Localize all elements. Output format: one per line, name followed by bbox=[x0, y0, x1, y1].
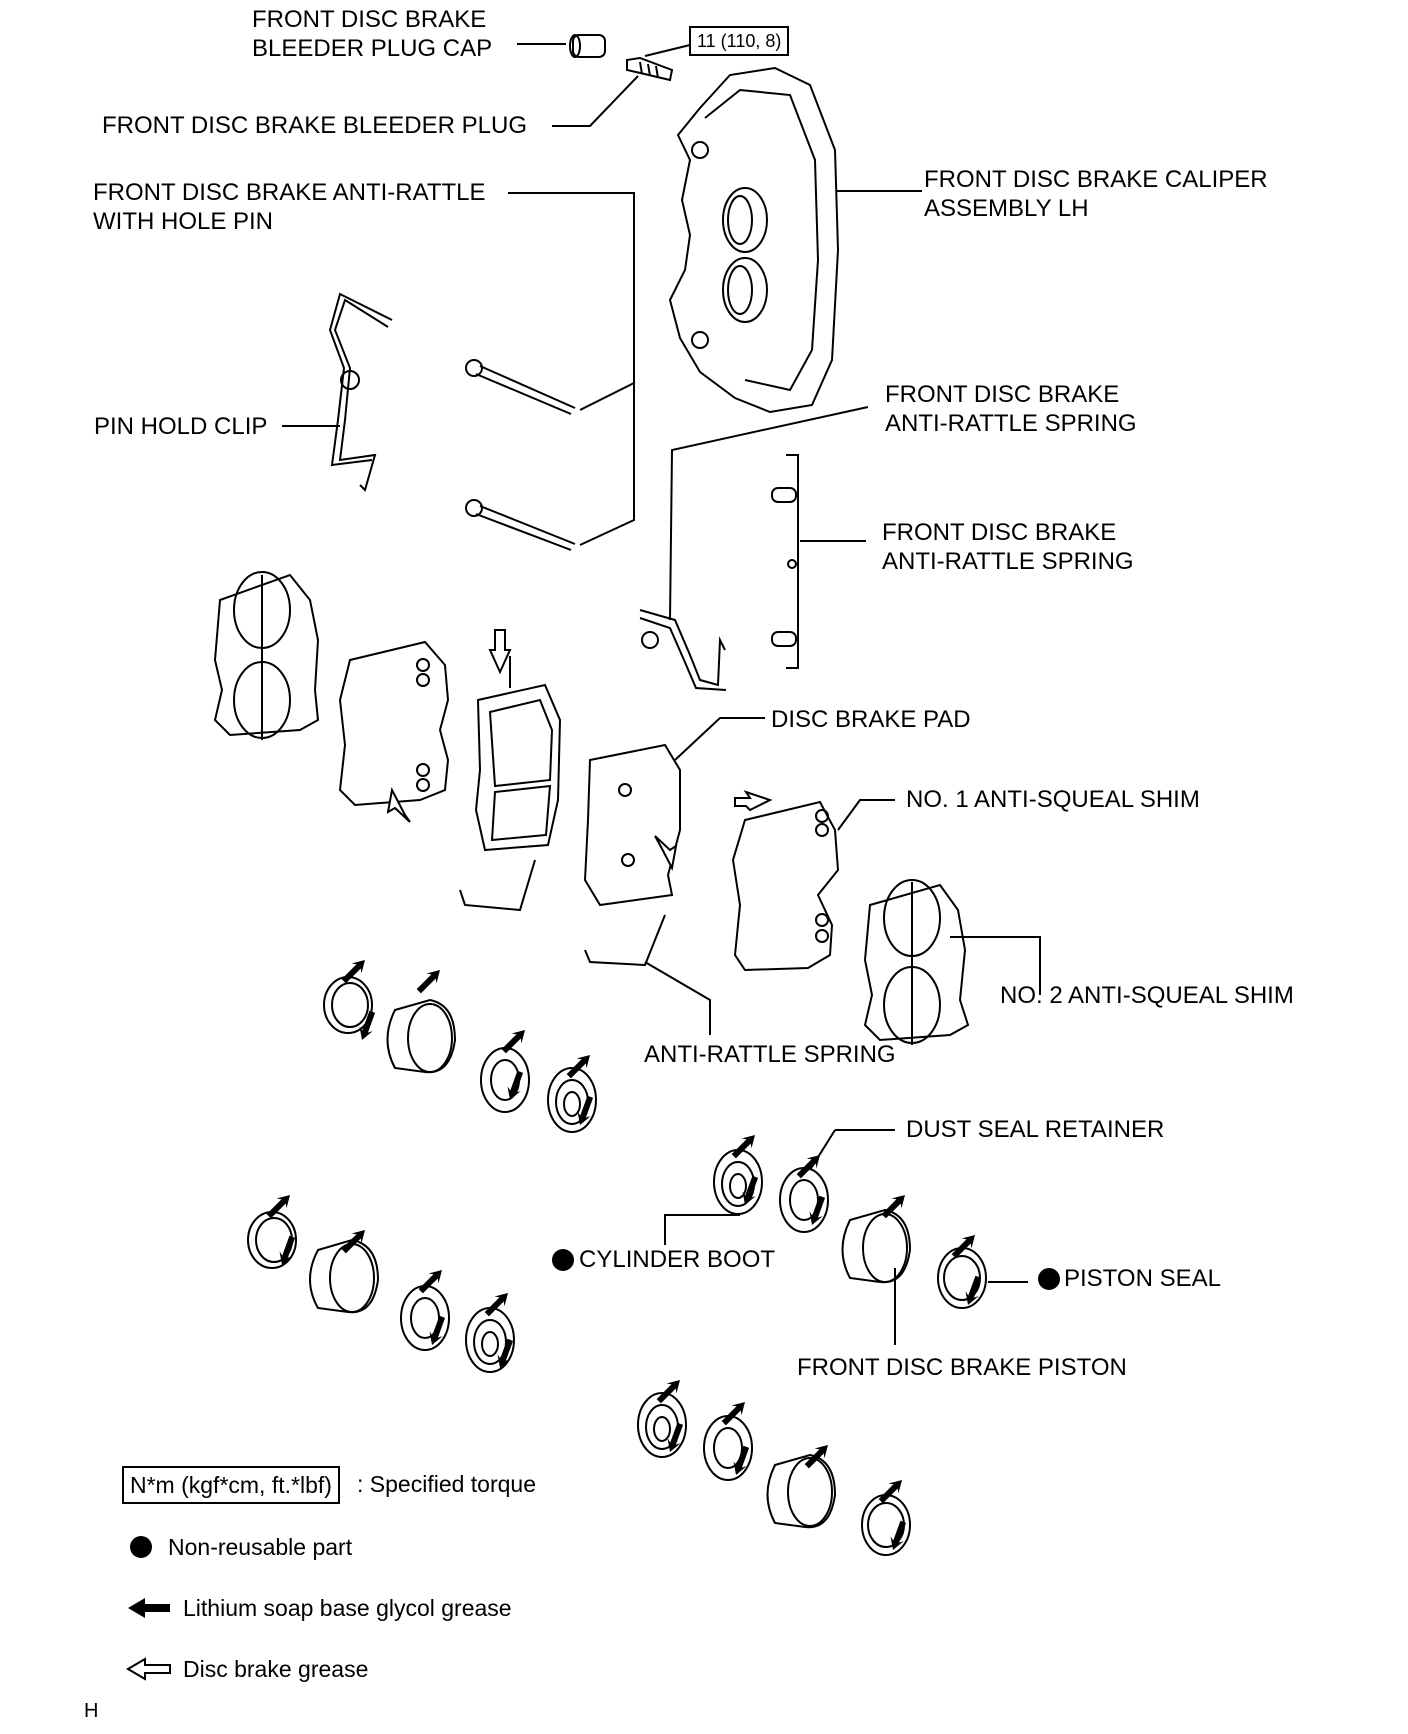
label-disc-brake-pad: DISC BRAKE PAD bbox=[771, 706, 971, 733]
legend-disc-grease: Disc brake grease bbox=[183, 1656, 369, 1682]
anti-rattle-pins-part bbox=[465, 192, 635, 551]
label-anti-rattle-pin-line1: FRONT DISC BRAKE ANTI-RATTLE bbox=[93, 179, 486, 206]
disc-brake-pad-backing-part bbox=[583, 717, 765, 907]
label-anti-rattle-pin-line2: WITH HOLE PIN bbox=[93, 208, 274, 235]
label-bleeder-plug-cap-line1: FRONT DISC BRAKE bbox=[252, 6, 487, 33]
legend-non-reusable: Non-reusable part bbox=[168, 1534, 353, 1560]
bleeder-plug-part bbox=[552, 44, 691, 127]
label-dust-seal-retainer: DUST SEAL RETAINER bbox=[906, 1116, 1165, 1143]
non-reusable-dot-icon bbox=[1038, 1268, 1060, 1290]
label-caliper-line1: FRONT DISC BRAKE CALIPER bbox=[924, 166, 1268, 193]
label-caliper-line2: ASSEMBLY LH bbox=[924, 195, 1089, 222]
anti-rattle-spring-small-part bbox=[459, 859, 711, 1035]
torque-spec-box: 11 (110, 8) bbox=[689, 26, 790, 56]
no1-shim-left-part bbox=[338, 640, 450, 807]
legend-lithium-grease: Lithium soap base glycol grease bbox=[183, 1595, 512, 1621]
legend-torque-units-box: N*m (kgf*cm, ft.*lbf) bbox=[122, 1466, 340, 1504]
bleeder-plug-cap-part bbox=[517, 34, 606, 58]
label-no2-anti-squeal-shim: NO. 2 ANTI-SQUEAL SHIM bbox=[1000, 982, 1294, 1009]
seal-group-upper bbox=[323, 976, 597, 1133]
disc-brake-pad-friction-part bbox=[474, 656, 562, 852]
label-pin-hold-clip: PIN HOLD CLIP bbox=[94, 413, 268, 440]
label-bleeder-plug: FRONT DISC BRAKE BLEEDER PLUG bbox=[102, 112, 527, 139]
seal-group-bottom bbox=[637, 1392, 911, 1556]
anti-rattle-spring-strip-part bbox=[771, 454, 866, 669]
no1-shim-right-part bbox=[731, 799, 895, 972]
anti-rattle-spring-wire-part bbox=[639, 406, 869, 691]
legend-non-reusable-dot-icon bbox=[130, 1536, 152, 1558]
label-front-disc-brake-piston: FRONT DISC BRAKE PISTON bbox=[797, 1354, 1127, 1381]
corner-mark: H bbox=[84, 1700, 99, 1722]
no2-shim-left-part bbox=[213, 571, 320, 740]
legend-icons bbox=[126, 1598, 171, 1681]
pin-hold-clip-part bbox=[282, 292, 393, 492]
label-spring-lower-line2: ANTI-RATTLE SPRING bbox=[882, 548, 1134, 575]
label-no1-anti-squeal-shim: NO. 1 ANTI-SQUEAL SHIM bbox=[906, 786, 1200, 813]
label-anti-rattle-spring: ANTI-RATTLE SPRING bbox=[644, 1041, 896, 1068]
non-reusable-dot-icon bbox=[552, 1249, 574, 1271]
legend-torque-desc: : Specified torque bbox=[357, 1471, 537, 1497]
label-spring-upper-line2: ANTI-RATTLE SPRING bbox=[885, 410, 1137, 437]
no2-shim-right-part bbox=[863, 879, 1041, 1045]
disc-grease-arrows bbox=[386, 629, 773, 872]
legend-solid-arrow-icon bbox=[128, 1598, 170, 1618]
label-spring-lower-line1: FRONT DISC BRAKE bbox=[882, 519, 1117, 546]
label-bleeder-plug-cap-line2: BLEEDER PLUG CAP bbox=[252, 35, 493, 62]
caliper-assembly-part bbox=[668, 66, 922, 414]
seal-group-left bbox=[247, 1211, 515, 1373]
label-cylinder-boot: CYLINDER BOOT bbox=[579, 1246, 776, 1273]
legend-hollow-arrow-icon bbox=[126, 1657, 171, 1681]
label-piston-seal: PISTON SEAL bbox=[1064, 1265, 1221, 1292]
label-spring-upper-line1: FRONT DISC BRAKE bbox=[885, 381, 1120, 408]
